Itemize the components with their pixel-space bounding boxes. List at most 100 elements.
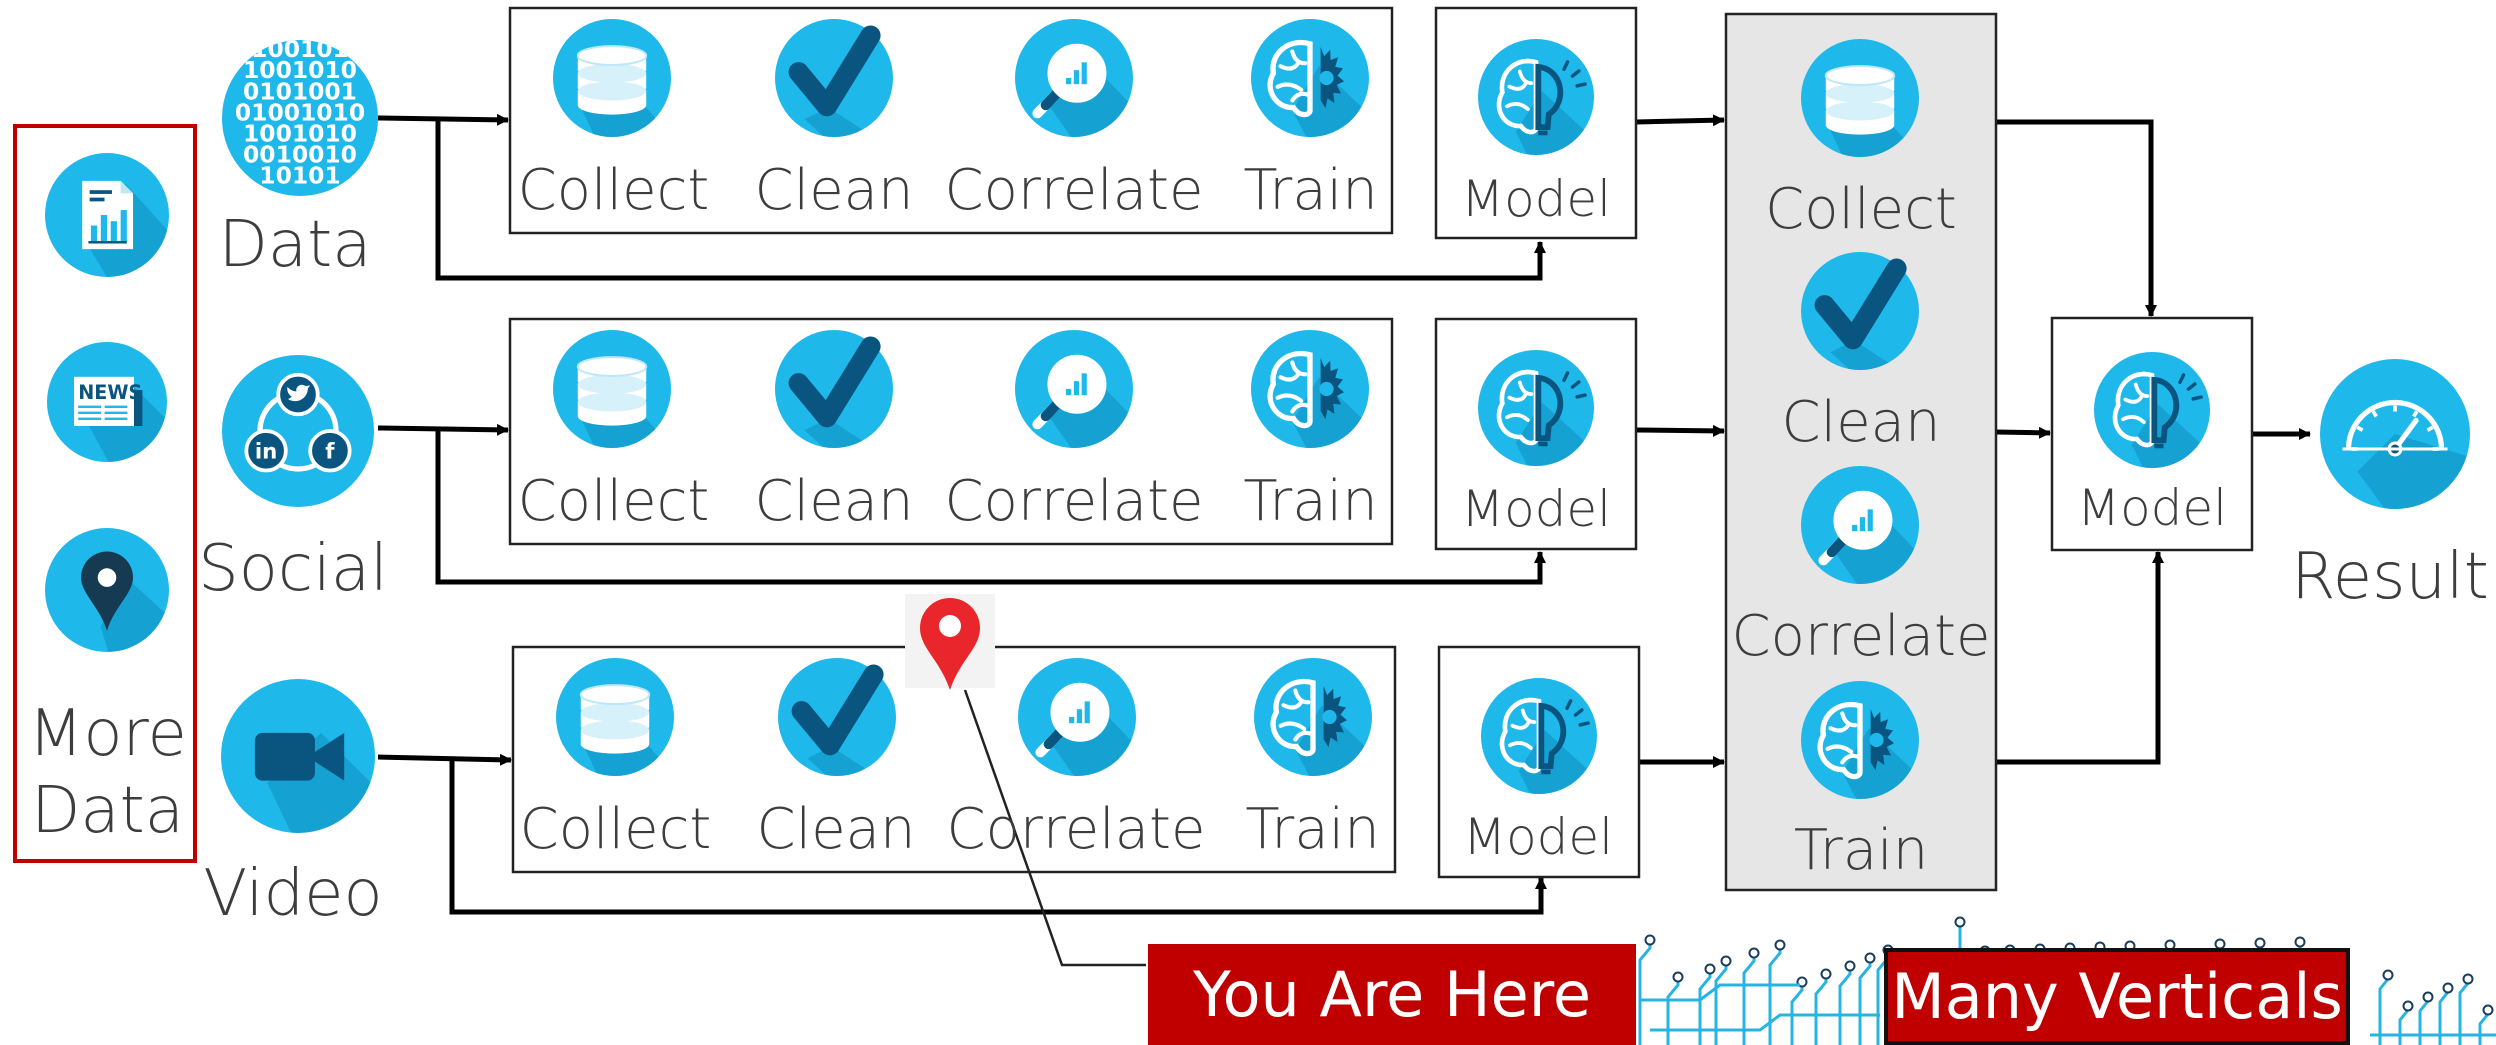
speedometer-icon bbox=[2320, 359, 2470, 509]
chart-bar bbox=[90, 225, 98, 242]
brain-folds bbox=[1508, 708, 1537, 751]
gauge-tick bbox=[2412, 410, 2419, 418]
magnifier-neck bbox=[1043, 727, 1065, 750]
camera-body bbox=[254, 732, 315, 781]
step-label-collect: Collect bbox=[517, 469, 710, 534]
chart-bar bbox=[1066, 77, 1072, 85]
linkedin-glyph: in bbox=[255, 439, 277, 464]
brain-outline bbox=[1499, 697, 1542, 774]
binary-row: 0101001 bbox=[243, 77, 357, 105]
brain-outline bbox=[1270, 678, 1316, 757]
brain-folds bbox=[1275, 360, 1310, 414]
brain-outline bbox=[1496, 369, 1539, 446]
circuit-trace bbox=[2398, 1006, 2410, 1045]
document-fold bbox=[120, 180, 134, 194]
model-box bbox=[1437, 645, 1641, 879]
check-icon bbox=[775, 330, 893, 448]
database-icon bbox=[556, 658, 674, 776]
database-tier-top bbox=[577, 374, 647, 394]
icon-shadow bbox=[1295, 705, 1372, 776]
brain-folds bbox=[2121, 382, 2150, 425]
circuit-node bbox=[1774, 939, 1786, 951]
circuit-node bbox=[1864, 952, 1876, 964]
gear-hub bbox=[1319, 70, 1334, 86]
icon-shadow bbox=[2357, 434, 2470, 509]
gear-hub bbox=[1869, 732, 1884, 748]
database-icon bbox=[553, 19, 671, 137]
brain-bulb-icon bbox=[1478, 39, 1594, 155]
you-are-here-pin-icon bbox=[905, 594, 995, 690]
gear-hub bbox=[1319, 381, 1334, 397]
circuit-trace bbox=[1714, 961, 1728, 1045]
newspaper-fold bbox=[134, 390, 143, 426]
circuit-trace bbox=[2418, 997, 2430, 1045]
icon-disc bbox=[222, 40, 378, 196]
source-to-pipeline-arrow bbox=[377, 753, 512, 766]
database-tier-top bbox=[580, 720, 650, 740]
you-are-here-banner: You Are Here bbox=[1148, 944, 1636, 1045]
bulb-half bbox=[1535, 63, 1564, 131]
magnifier-chart-icon bbox=[1018, 658, 1136, 776]
brain-bulb-icon bbox=[1481, 678, 1597, 794]
database-icon bbox=[1801, 39, 1919, 157]
circuit-node bbox=[2442, 982, 2454, 994]
brain-folds bbox=[1278, 688, 1313, 742]
circuit-decoration bbox=[1638, 916, 2496, 1045]
database-top bbox=[576, 45, 648, 67]
report-chart-icon bbox=[45, 153, 169, 277]
magnifier-chart-icon bbox=[1015, 19, 1133, 137]
newspaper-line bbox=[78, 405, 101, 408]
source-to-pipeline-arrow bbox=[377, 113, 509, 126]
database-top bbox=[579, 684, 651, 706]
step-label-clean: Clean bbox=[754, 158, 914, 223]
icon-shadow bbox=[804, 418, 893, 448]
twitter-bird bbox=[287, 384, 311, 402]
brain-outline bbox=[1817, 701, 1863, 780]
magnifier-chart-icon bbox=[1015, 330, 1133, 448]
circuit-trace bbox=[1768, 945, 1782, 1045]
circuit-trace bbox=[1638, 940, 1652, 1045]
chart-bar bbox=[1867, 509, 1873, 532]
facebook-icon bbox=[308, 429, 352, 473]
binary-row: 10101 bbox=[259, 162, 340, 190]
gauge-tick bbox=[2371, 410, 2378, 418]
circuit-node bbox=[1704, 963, 1716, 975]
bulb-ray bbox=[1573, 708, 1584, 717]
bulb-ray bbox=[2178, 373, 2186, 385]
circuit-node bbox=[1720, 955, 1732, 967]
binary-row: 0010010 bbox=[243, 140, 357, 168]
check-mark bbox=[791, 664, 884, 756]
aggregate-label-train: Train bbox=[1793, 818, 1929, 883]
chart-bar bbox=[1066, 388, 1072, 396]
source-label-more-data: More Data bbox=[28, 697, 187, 848]
brain-folds bbox=[1825, 711, 1860, 765]
circuit-trace bbox=[1858, 958, 1872, 1045]
bulb-ray bbox=[1562, 371, 1570, 383]
final-model-box bbox=[2050, 316, 2254, 552]
circuit-node bbox=[2482, 1004, 2494, 1016]
database-icon bbox=[553, 330, 671, 448]
icon-shadow bbox=[1292, 66, 1369, 137]
binary-row: 1001010 bbox=[243, 119, 357, 147]
chart-bar bbox=[1084, 701, 1090, 724]
check-mark bbox=[788, 336, 881, 428]
pin-body bbox=[920, 598, 980, 690]
database-tier-base bbox=[580, 734, 650, 754]
database-tier-top bbox=[580, 702, 650, 722]
brain-outline bbox=[1496, 58, 1539, 135]
brain-folds bbox=[1505, 380, 1534, 423]
circuit-trace bbox=[1814, 974, 1828, 1045]
connector-lines bbox=[377, 113, 2311, 967]
bulb-ray bbox=[1575, 393, 1587, 399]
brain-folds bbox=[1505, 69, 1534, 112]
model-label: Model bbox=[1462, 808, 1614, 866]
bulb-ray bbox=[1578, 721, 1590, 727]
newspaper-line bbox=[104, 417, 128, 420]
document-line bbox=[89, 190, 112, 194]
step-label-train: Train bbox=[1243, 469, 1378, 534]
chart-bar bbox=[110, 221, 117, 242]
icon-shadow bbox=[1292, 377, 1369, 448]
source-label-social: Social bbox=[198, 532, 388, 606]
